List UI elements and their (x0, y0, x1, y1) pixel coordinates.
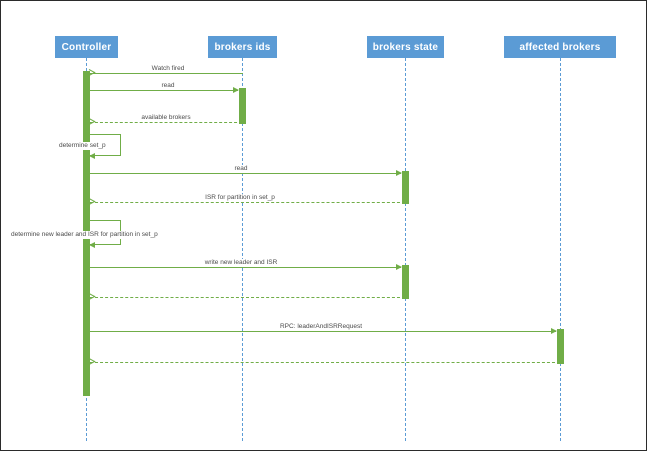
lifeline-affected-brokers (560, 58, 561, 441)
arrow-right-icon-write-new-leader (396, 263, 402, 270)
message-label-read-brokers-ids: read (159, 82, 177, 90)
arrow-right-icon-read-brokers-state (396, 169, 402, 176)
message-label-isr-for-partition: ISR for partition in set_p (203, 194, 277, 202)
self-message-label-determine-new-leader: determine new leader and ISR for partiti… (10, 231, 159, 239)
message-line-watch-fired (90, 73, 243, 74)
activation-brokers-ids (239, 88, 246, 124)
message-label-watch-fired: Watch fired (149, 65, 187, 73)
arrow-right-icon-read-brokers-ids (233, 86, 239, 93)
self-message-label-determine-set-p: determine set_p (58, 142, 107, 150)
activation-brokers-state-write (402, 265, 409, 299)
lifeline-brokers-state (405, 58, 406, 441)
participant-affected-brokers[interactable]: affected brokers (504, 36, 616, 58)
message-label-read-brokers-state: read (232, 165, 250, 173)
message-line-read-brokers-state (90, 173, 401, 174)
arrow-left-icon-watch-fired (89, 69, 95, 76)
message-line-read-brokers-ids (90, 90, 238, 91)
participant-brokers-state[interactable]: brokers state (367, 36, 444, 58)
lifeline-brokers-ids (242, 58, 243, 441)
activation-affected-brokers (557, 329, 564, 364)
participant-brokers-ids[interactable]: brokers ids (208, 36, 277, 58)
activation-brokers-state-read (402, 171, 409, 204)
message-label-write-new-leader: write new leader and ISR (202, 259, 280, 267)
self-message-determine-set-p (90, 134, 121, 156)
arrow-left-icon-isr-for-partition (89, 198, 95, 205)
arrow-right-icon-determine-set-p (89, 152, 95, 159)
message-line-rpc-return (90, 362, 560, 363)
message-line-write-new-leader (90, 267, 401, 268)
arrow-left-icon-rpc-return (89, 358, 95, 365)
message-line-rpc-leader-and-isr-request (90, 331, 556, 332)
message-line-available-brokers (90, 122, 242, 123)
message-line-write-return (90, 297, 405, 298)
message-label-rpc-leader-and-isr-request: RPC: leaderAndISRRequest (277, 323, 365, 331)
participant-controller-label: Controller (61, 41, 112, 53)
arrow-right-icon-rpc-leader-and-isr-request (551, 327, 557, 334)
arrow-right-icon-determine-new-leader (89, 241, 95, 248)
message-line-isr-for-partition (90, 202, 405, 203)
participant-brokers-ids-label: brokers ids (214, 41, 271, 53)
arrow-left-icon-available-brokers (89, 118, 95, 125)
arrow-left-icon-write-return (89, 293, 95, 300)
participant-affected-brokers-label: affected brokers (519, 41, 601, 53)
participant-brokers-state-label: brokers state (372, 41, 439, 53)
participant-controller[interactable]: Controller (55, 36, 118, 58)
message-label-available-brokers: available brokers (139, 114, 193, 122)
